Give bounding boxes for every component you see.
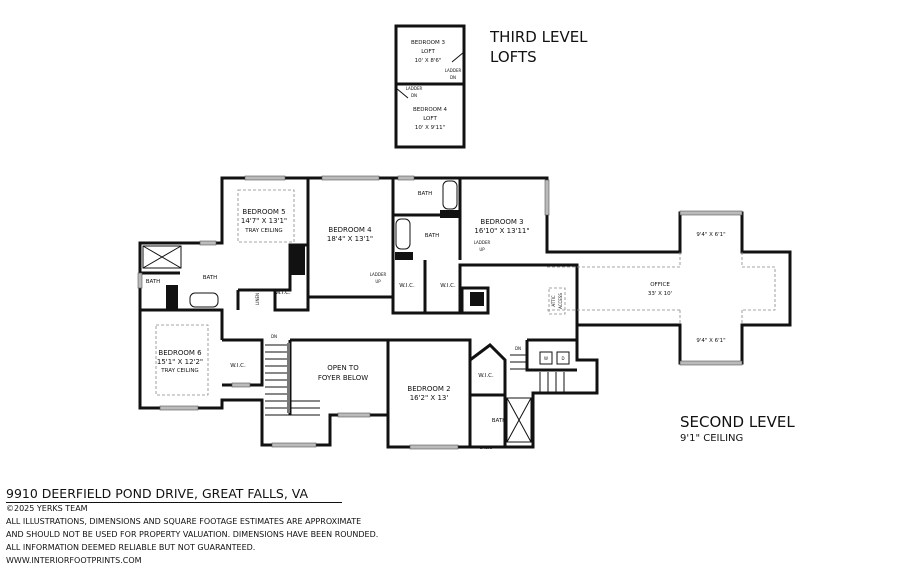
wic-label: W.I.C. <box>440 283 456 289</box>
main-staircase <box>265 343 320 416</box>
disclaimer-line2: AND SHOULD NOT BE USED FOR PROPERTY VALU… <box>6 530 379 539</box>
third-level-subtitle: LOFTS <box>490 48 537 66</box>
loft3-name: BEDROOM 3 <box>411 40 445 46</box>
dryer-label: D <box>561 356 564 361</box>
office-bay-bottom: 9'4" X 6'1" <box>696 338 725 344</box>
stairs-down-label: DN <box>515 346 521 351</box>
second-level-ceiling: 9'1" CEILING <box>680 433 743 444</box>
loft4-ladder-dir: DN <box>411 93 417 98</box>
washer-label: W <box>544 356 548 361</box>
bath-label: BATH <box>418 191 433 197</box>
loft3-dims: 10' X 8'6" <box>415 58 442 64</box>
loft4-dims: 10' X 9'11" <box>415 125 445 131</box>
loft4-sub: LOFT <box>423 116 437 122</box>
ladder-up-label: UP <box>479 247 485 252</box>
rear-staircase <box>510 354 565 392</box>
ladder-icon <box>395 87 409 99</box>
loft3-ladder-dir: DN <box>450 75 456 80</box>
bedroom2-dims: 16'2" X 13' <box>410 394 449 402</box>
loft4-ladder: LADDER <box>406 86 423 91</box>
attic-access-label: ACCESS <box>558 293 563 309</box>
bathtub <box>189 292 219 308</box>
bathtub <box>395 218 411 250</box>
bath-label: BATH <box>492 418 507 424</box>
loft-outline <box>394 24 466 149</box>
wic-label: W.I.C. <box>478 373 494 379</box>
third-level-lofts: BEDROOM 3 LOFT 10' X 8'6" LADDER DN LADD… <box>394 24 588 149</box>
windows <box>137 175 743 450</box>
bath-label: BATH <box>425 233 440 239</box>
property-address: 9910 DEERFIELD POND DRIVE, GREAT FALLS, … <box>6 486 342 503</box>
attic-access-hatch <box>548 287 566 315</box>
shelves-label: SHLVS <box>480 445 493 450</box>
bath-label: BATH <box>146 279 161 285</box>
bathtub <box>442 180 458 210</box>
bedroom5-name: BEDROOM 5 <box>242 208 285 216</box>
second-level-title: SECOND LEVEL <box>680 413 795 431</box>
bedroom6-name: BEDROOM 6 <box>158 349 202 357</box>
third-level-title: THIRD LEVEL <box>489 28 588 46</box>
fireplace <box>470 292 484 306</box>
stairs-down-label: DN <box>271 334 277 339</box>
attic-label: ATTIC <box>551 295 556 306</box>
disclaimer-line3: ALL INFORMATION DEEMED RELIABLE BUT NOT … <box>6 543 256 552</box>
fireplace <box>290 245 305 275</box>
office-name: OFFICE <box>650 282 670 288</box>
washer <box>539 351 553 365</box>
bedroom3-name: BEDROOM 3 <box>480 218 523 226</box>
bath-label: BATH <box>203 275 218 281</box>
copyright: ©2025 YERKS TEAM <box>6 504 88 513</box>
second-level-walls <box>138 176 792 449</box>
bedroom6-note: TRAY CEILING <box>160 368 198 374</box>
wic-label: W.I.C. <box>230 363 246 369</box>
bedroom6-dims: 15'1" X 12'2" <box>157 358 203 366</box>
website: WWW.INTERIORFOOTPRINTS.COM <box>6 556 142 565</box>
bedroom5-note: TRAY CEILING <box>244 228 282 234</box>
loft3-sub: LOFT <box>421 49 435 55</box>
linen-label: LINEN <box>255 293 260 305</box>
bedroom4-dims: 18'4" X 13'1" <box>327 235 373 243</box>
tray-ceiling-outline <box>237 189 295 243</box>
bedroom4-name: BEDROOM 4 <box>328 226 372 234</box>
bedroom2-name: BEDROOM 2 <box>407 385 450 393</box>
office-bay-top: 9'4" X 6'1" <box>696 232 725 238</box>
room-labels: BEDROOM 5 14'7" X 13'1" TRAY CEILING BED… <box>146 191 796 450</box>
shower <box>142 245 182 269</box>
bedroom3-dims: 16'10" X 13'11" <box>474 227 529 235</box>
disclaimer-line1: ALL ILLUSTRATIONS, DIMENSIONS AND SQUARE… <box>6 517 362 526</box>
ladder-up-label: UP <box>375 279 381 284</box>
loft3-ladder: LADDER <box>445 68 462 73</box>
wic-label: W.I.C. <box>275 290 291 296</box>
dryer <box>556 351 570 365</box>
ladder-icon <box>451 51 465 63</box>
tray-ceiling-outline <box>155 324 209 396</box>
loft4-name: BEDROOM 4 <box>413 107 447 113</box>
open-foyer-line2: FOYER BELOW <box>318 374 368 382</box>
office-dims: 33' X 10' <box>648 291 672 297</box>
ladder-label: LADDER <box>370 272 387 277</box>
bedroom5-dims: 14'7" X 13'1" <box>241 217 287 225</box>
shower <box>506 397 532 443</box>
ladder-label: LADDER <box>474 240 491 245</box>
wic-label: W.I.C. <box>399 283 415 289</box>
open-foyer-line1: OPEN TO <box>327 364 359 372</box>
